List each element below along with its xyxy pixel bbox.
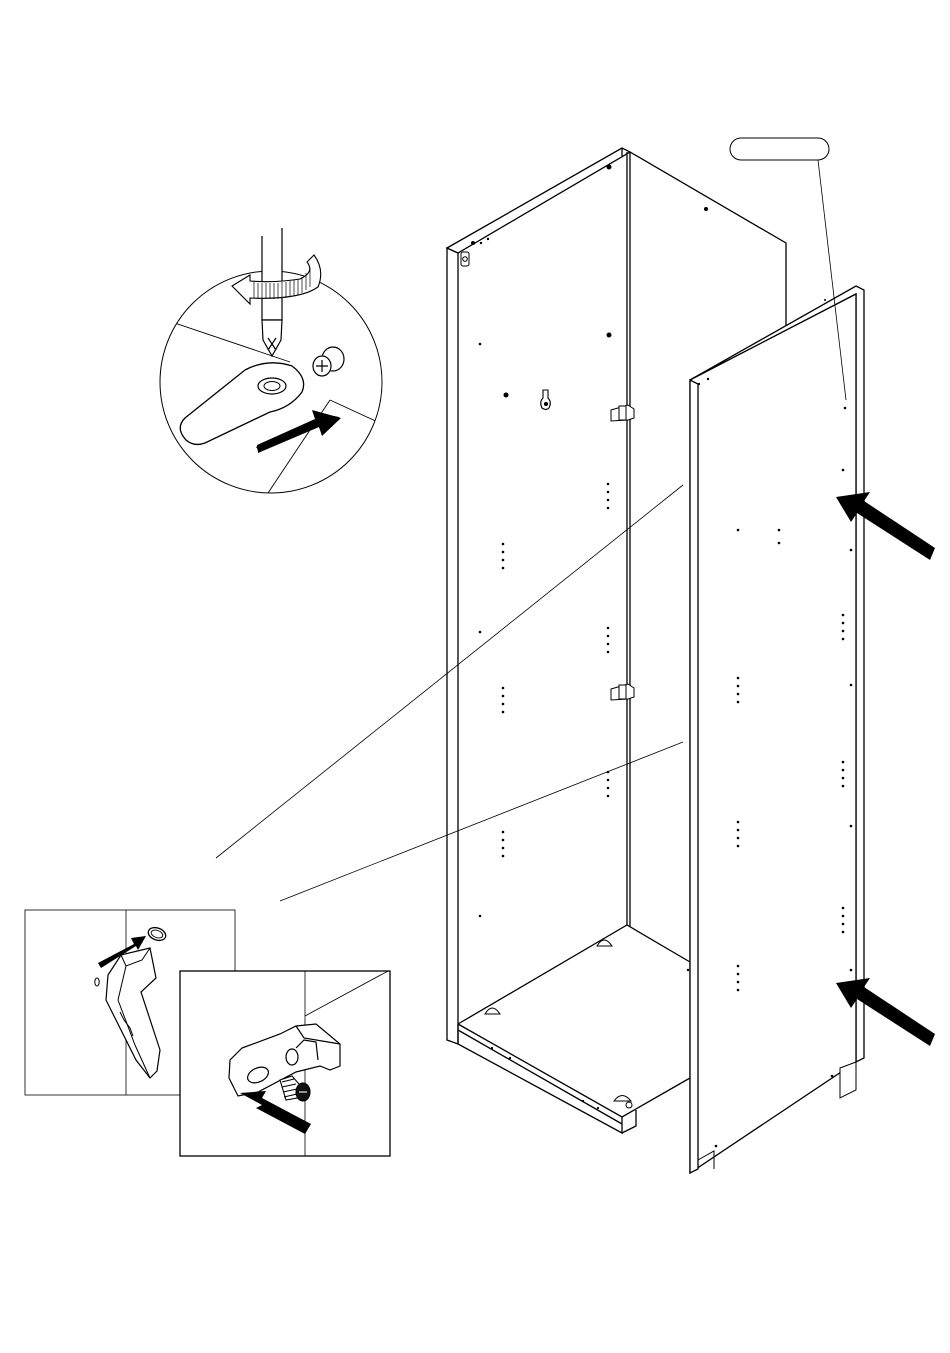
carcass-holes xyxy=(471,165,708,918)
shelf-bracket-lower xyxy=(611,684,634,700)
cam-fitting-top xyxy=(461,252,469,266)
right-side-panel xyxy=(690,286,864,1173)
shelf-pin-holes-back xyxy=(607,483,610,798)
cam-lock-detail xyxy=(160,228,382,493)
keyhole-hanger xyxy=(541,390,551,410)
left-panel xyxy=(447,248,458,1044)
bracket-screw-detail xyxy=(180,971,390,1156)
shelf-pin-holes-left xyxy=(502,543,505,858)
shelf-bracket-upper xyxy=(611,405,634,421)
back-panel xyxy=(630,152,786,330)
top-panel xyxy=(447,148,630,253)
